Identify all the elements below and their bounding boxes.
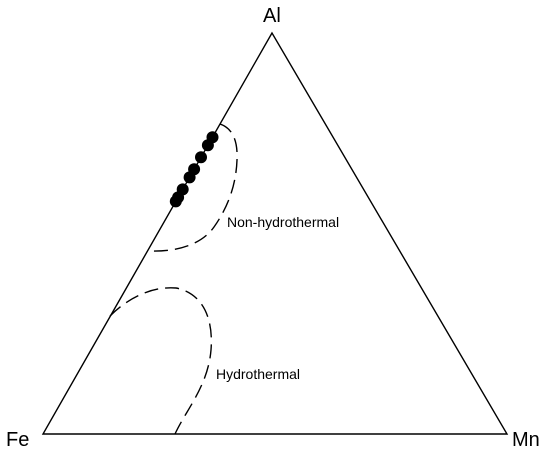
hydrothermal-boundary [109, 287, 213, 435]
region-label-non-hydrothermal: Non-hydrothermal [227, 214, 339, 230]
vertex-label-al: Al [263, 5, 281, 27]
sample-point-8 [169, 195, 182, 208]
sample-point-5 [183, 171, 196, 184]
vertex-label-mn: Mn [512, 429, 540, 451]
sample-points [169, 131, 219, 208]
vertex-label-fe: Fe [6, 429, 29, 451]
non-hydrothermal-boundary [149, 123, 238, 252]
sample-point-2 [201, 139, 214, 152]
triangle-frame [41, 31, 509, 435]
sample-point-3 [195, 151, 207, 164]
region-label-hydrothermal: Hydrothermal [216, 366, 300, 382]
